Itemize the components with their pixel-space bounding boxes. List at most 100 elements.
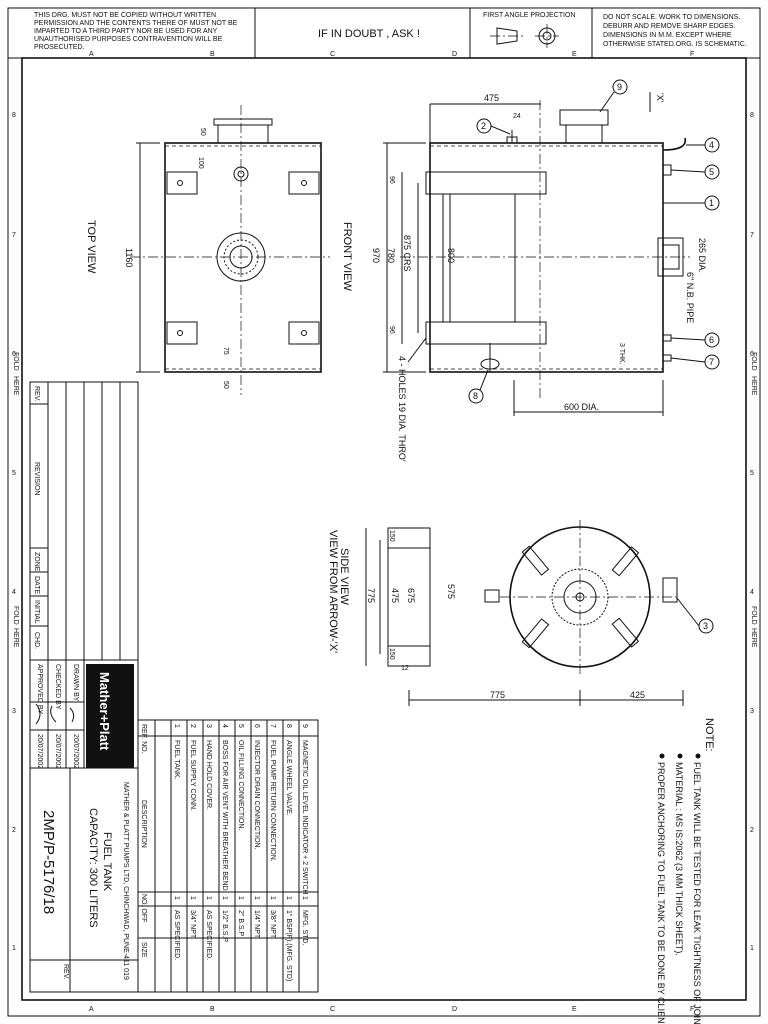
- front-skid-bottom: [425, 321, 547, 345]
- dim-side-150b: 150: [388, 648, 395, 660]
- grid-rows-left: 8 7 6 5 4 3 2 1: [12, 112, 16, 952]
- first-angle-projection-symbol: [490, 24, 559, 48]
- drawing-title: FUEL TANK: [101, 832, 113, 892]
- copyright-line: PROSECUTED.: [34, 44, 85, 51]
- parts-row-size: 2" B.S.P: [237, 910, 244, 937]
- dim-front-875: 875 CRS: [402, 235, 412, 272]
- grid-rows-right: 8 7 6 5 4 3 2 1: [750, 112, 754, 952]
- grid-number: 7: [750, 232, 754, 239]
- dim-side-775h: 775: [490, 690, 505, 700]
- grid-number: 4: [12, 589, 16, 596]
- notes-heading: NOTE:: [703, 718, 715, 752]
- parts-row-size: 3/8" NPT: [269, 910, 276, 939]
- balloon-9: 9: [617, 82, 622, 92]
- grid-letter: F: [690, 51, 694, 58]
- grid-columns-bottom: A B C D E F: [89, 1006, 694, 1013]
- grid-letter: B: [210, 1006, 215, 1013]
- here-label: HERE: [12, 376, 19, 396]
- grid-letter: C: [330, 1006, 335, 1013]
- notes-block: NOTE: FUEL TANK WILL BE TESTED FOR LEAK …: [656, 718, 715, 1024]
- parts-header-size: SIZE: [140, 942, 147, 958]
- dim-front-970: 970: [371, 248, 381, 263]
- grid-letter: D: [452, 51, 457, 58]
- top-view: 1160 50 100 75 50 TOP VIEW: [85, 105, 330, 395]
- parts-row-qty: 1: [173, 896, 180, 900]
- dim-front-24: 24: [513, 113, 521, 120]
- grid-letter: C: [330, 51, 335, 58]
- top-view-label: TOP VIEW: [85, 220, 97, 274]
- parts-header-ref: REF. NO.: [140, 724, 147, 754]
- parts-row-description: FUEL TANK.: [173, 740, 180, 780]
- title-rev-label: REV.: [62, 964, 69, 980]
- parts-row-size: AS SPECIFIED.: [205, 910, 212, 960]
- here-label: HERE: [12, 628, 19, 648]
- dim-top-75: 75: [222, 347, 229, 355]
- approved-signature: [35, 703, 41, 725]
- checked-date: 20/07/2002: [54, 734, 61, 769]
- parts-row-ref: 4: [221, 724, 228, 728]
- dim-front-475: 475: [484, 93, 499, 103]
- parts-row-qty: 1: [237, 896, 244, 900]
- fold-label: FOLD: [750, 352, 757, 371]
- header-band: [7, 7, 761, 59]
- parts-header-description: DESCRIPTION: [140, 800, 147, 848]
- parts-row-description: INJECTOR DRAIN CONNECTION.: [253, 740, 260, 850]
- dim-top-1160: 1160: [124, 248, 134, 267]
- parts-row-qty: 1: [285, 896, 292, 900]
- drawn-signature: [69, 707, 75, 723]
- dim-front-96a: 96: [388, 176, 395, 184]
- grid-number: 7: [12, 232, 16, 239]
- parts-row-qty: 1: [205, 896, 212, 900]
- fold-label: FOLD: [12, 606, 19, 625]
- grid-number: 5: [12, 470, 16, 477]
- front-view-label: FRONT VIEW: [341, 222, 353, 291]
- grid-number: 1: [12, 945, 16, 952]
- grid-letter: A: [89, 51, 94, 58]
- copyright-line: THIS DRG. MUST NOT BE COPIED WITHOUT WRI…: [34, 12, 216, 19]
- dim-front-3thk: 3 THK.: [618, 343, 625, 365]
- grid-number: 3: [12, 708, 16, 715]
- copyright-line: PERMISSION AND THE CONTENTS THERE OF MUS…: [34, 20, 238, 27]
- dim-side-675: 675: [406, 588, 416, 603]
- dim-side-150a: 150: [388, 530, 395, 542]
- rev-header-date: DATE: [33, 576, 40, 594]
- top-view-outline: [164, 142, 322, 373]
- here-label: HERE: [750, 628, 757, 648]
- copyright-line: UNAUTHORISED PURPOSES CONTRAVENTION WILL…: [34, 36, 223, 43]
- dim-side-12: 12: [401, 665, 409, 672]
- grid-number: 8: [750, 112, 754, 119]
- projection-label: FIRST ANGLE PROJECTION: [483, 12, 575, 19]
- parts-row-qty: 1: [253, 896, 260, 900]
- parts-row-size: 1/2" B.S.P: [221, 910, 228, 942]
- parts-row-ref: 6: [253, 724, 260, 728]
- parts-row-ref: 5: [237, 724, 244, 728]
- parts-row-qty: 1: [269, 896, 276, 900]
- checked-signature: [50, 705, 57, 723]
- dim-side-575: 575: [446, 584, 456, 599]
- approved-date: 20/07/2002: [36, 734, 43, 769]
- parts-row-description: BOSS FOR AIR VENT WITH BREATHER BEND.: [221, 740, 228, 893]
- parts-row-ref: 9: [301, 724, 308, 728]
- parts-row-size: 1" BSP(F).(MFG. STD): [285, 910, 292, 981]
- rev-header-rev: REV.: [33, 386, 40, 402]
- drawing-subtitle: CAPACITY: 300 LITERS: [87, 808, 99, 928]
- parts-row-description: HAND HOLD COVER.: [205, 740, 212, 810]
- dim-front-800: 800: [446, 248, 456, 263]
- note-item: FUEL TANK WILL BE TESTED FOR LEAK TIGHTN…: [692, 762, 702, 1024]
- parts-row-ref: 3: [205, 724, 212, 728]
- balloon-7: 7: [709, 357, 714, 367]
- company-logo: [86, 664, 134, 768]
- arrow-x-label: 'X': [655, 93, 665, 103]
- dim-front-pipe: 6" N.B. PIPE: [685, 272, 695, 323]
- title-block: Mather+Platt DRAWN BY CHECKED BY APPROVE…: [29, 659, 139, 993]
- grid-number: 6: [12, 351, 16, 358]
- balloon-8: 8: [473, 391, 478, 401]
- note-item: PROPER ANCHORING TO FUEL TANK TO BE DONE…: [656, 762, 666, 1024]
- dim-side-475: 475: [390, 588, 400, 603]
- balloons: 1 2 3 4 5 6 7 8 9: [468, 79, 720, 634]
- parts-row-description: ANGLE WHEEL VALVE.: [285, 740, 292, 816]
- logo-text: Mather+Platt: [97, 672, 112, 751]
- grid-letter: A: [89, 1006, 94, 1013]
